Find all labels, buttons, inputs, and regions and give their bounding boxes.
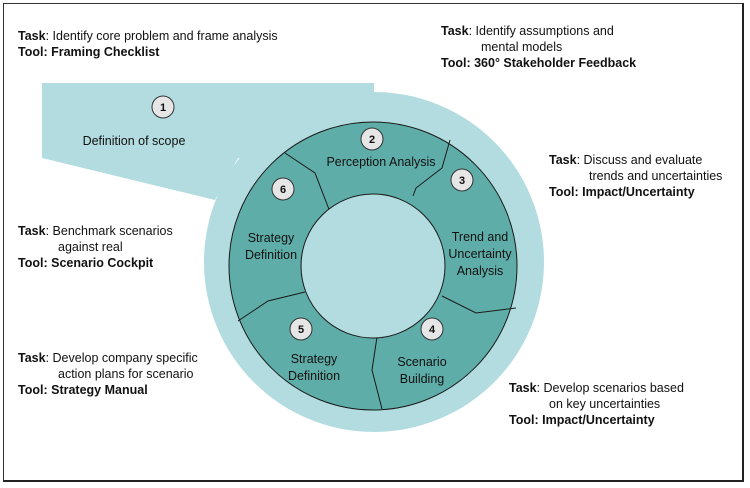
- task-text: Identify core problem and frame analysis: [52, 29, 278, 43]
- step-label-6-line-2: Definition: [245, 248, 297, 262]
- divider-5-6: [237, 291, 306, 322]
- tool-name: Impact/Uncertainty: [582, 185, 695, 199]
- step-badge-5: 5: [289, 317, 313, 341]
- step-badge-6: 6: [271, 177, 295, 201]
- step-label-6-line-1: Strategy: [248, 231, 295, 245]
- step-label-5-line-2: Definition: [288, 369, 340, 383]
- note-step-6: Task: Benchmark scenarios against real T…: [18, 224, 173, 270]
- step-label-5-line-1: Strategy: [291, 352, 338, 366]
- step-badge-1: 1: [151, 95, 175, 119]
- step-number-2: 2: [369, 134, 375, 146]
- task-text-continued: action plans for scenario: [58, 367, 194, 381]
- task-text-continued: mental models: [481, 40, 563, 54]
- task-text: Develop company specific: [52, 351, 198, 365]
- task-text: Discuss and evaluate: [583, 153, 703, 167]
- task-label: Task: [18, 351, 46, 365]
- tool-label: Tool:: [18, 383, 48, 397]
- step-badges: 1 2 3 4 5 6: [151, 95, 474, 341]
- step-label-4-line-1: Scenario: [397, 355, 446, 369]
- step-labels: Definition of scope Perception Analysis …: [83, 134, 513, 386]
- divider-4-5: [371, 336, 383, 410]
- note-step-3: Task: Discuss and evaluate trends and un…: [549, 153, 723, 199]
- tool-label: Tool:: [18, 256, 48, 270]
- task-text-continued: trends and uncertainties: [589, 169, 723, 183]
- task-label: Task: [509, 381, 537, 395]
- note-step-5: Task: Develop company specific action pl…: [18, 351, 198, 397]
- task-text-continued: against real: [58, 240, 123, 254]
- tool-label: Tool:: [509, 413, 539, 427]
- task-text: Develop scenarios based: [543, 381, 684, 395]
- note-step-4: Task: Develop scenarios based on key unc…: [509, 381, 684, 427]
- task-text: Benchmark scenarios: [52, 224, 173, 238]
- task-text-continued: on key uncertainties: [549, 397, 661, 411]
- step-label-3-line-3: Analysis: [457, 264, 504, 278]
- step-number-1: 1: [160, 102, 166, 114]
- divider-2-3: [412, 139, 451, 197]
- step-label-4-line-2: Building: [400, 372, 445, 386]
- task-label: Task: [18, 224, 46, 238]
- step-badge-4: 4: [420, 317, 444, 341]
- step-label-3-line-2: Uncertainty: [448, 247, 512, 261]
- divider-3-4: [441, 295, 517, 314]
- tool-label: Tool:: [441, 56, 471, 70]
- segment-dividers: [237, 139, 517, 410]
- step-badge-2: 2: [360, 127, 384, 151]
- tool-name: Strategy Manual: [51, 383, 148, 397]
- task-label: Task: [18, 29, 46, 43]
- step-label-3-line-1: Trend and: [452, 230, 509, 244]
- step-label-1: Definition of scope: [83, 134, 186, 148]
- tool-name: Framing Checklist: [51, 45, 160, 59]
- step-badge-3: 3: [450, 168, 474, 192]
- task-label: Task: [549, 153, 577, 167]
- tool-name: Impact/Uncertainty: [542, 413, 655, 427]
- tool-label: Tool:: [18, 45, 48, 59]
- tool-label: Tool:: [549, 185, 579, 199]
- step-number-5: 5: [298, 324, 304, 336]
- inner-circle: [300, 193, 446, 339]
- step-label-2: Perception Analysis: [326, 155, 435, 169]
- divider-6-2: [284, 152, 331, 213]
- task-label: Task: [441, 24, 469, 38]
- tool-name: Scenario Cockpit: [51, 256, 154, 270]
- step-number-3: 3: [459, 175, 465, 187]
- step-number-6: 6: [280, 184, 286, 196]
- tool-name: 360° Stakeholder Feedback: [474, 56, 637, 70]
- step-number-4: 4: [429, 324, 436, 336]
- note-step-1: Task: Identify core problem and frame an…: [18, 29, 278, 59]
- task-text: Identify assumptions and: [475, 24, 614, 38]
- note-step-2: Task: Identify assumptions and mental mo…: [441, 24, 637, 70]
